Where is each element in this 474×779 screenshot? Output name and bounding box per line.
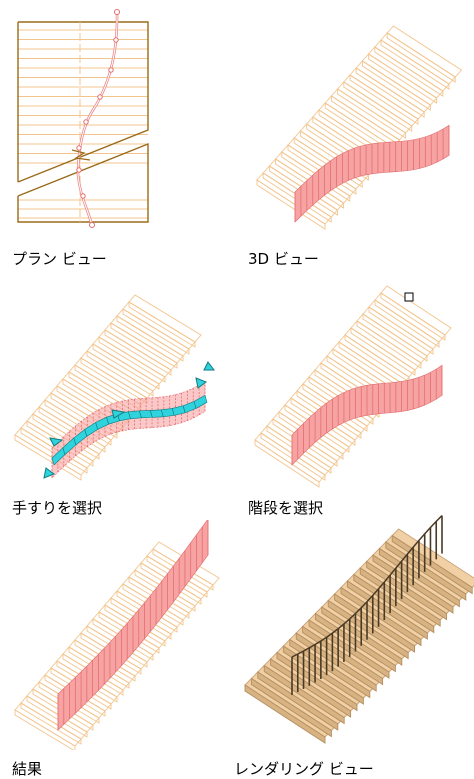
select-railing-panel — [0, 270, 237, 490]
caption-select-railing: 手すりを選択 — [12, 499, 103, 517]
plan-view-panel — [0, 0, 237, 240]
select-railing-drawing — [14, 294, 215, 481]
caption-render-view: レンダリング ビュー — [234, 760, 374, 778]
render-balusters — [291, 515, 443, 695]
stair-treads — [256, 25, 463, 230]
render-view-panel — [237, 515, 474, 755]
render-view-drawing — [244, 515, 474, 744]
caption-result: 結果 — [12, 760, 43, 778]
result-panel — [0, 520, 237, 750]
stair-treads — [244, 528, 474, 744]
railing-grips — [43, 361, 215, 479]
view3d-panel — [237, 0, 474, 245]
railing — [51, 380, 206, 479]
result-drawing — [14, 520, 220, 750]
caption-3d-view: 3D ビュー — [248, 250, 319, 268]
selection-grip — [404, 292, 414, 302]
view3d-drawing — [256, 25, 463, 230]
select-stair-drawing — [254, 285, 452, 488]
caption-plan-view: プラン ビュー — [12, 250, 107, 268]
stair-treads — [14, 294, 202, 481]
select-stair-panel — [237, 270, 474, 490]
caption-select-stair: 階段を選択 — [248, 499, 324, 517]
plan-view-drawing — [17, 9, 149, 228]
railing — [291, 364, 443, 466]
railing — [57, 520, 209, 731]
railing — [294, 124, 450, 223]
